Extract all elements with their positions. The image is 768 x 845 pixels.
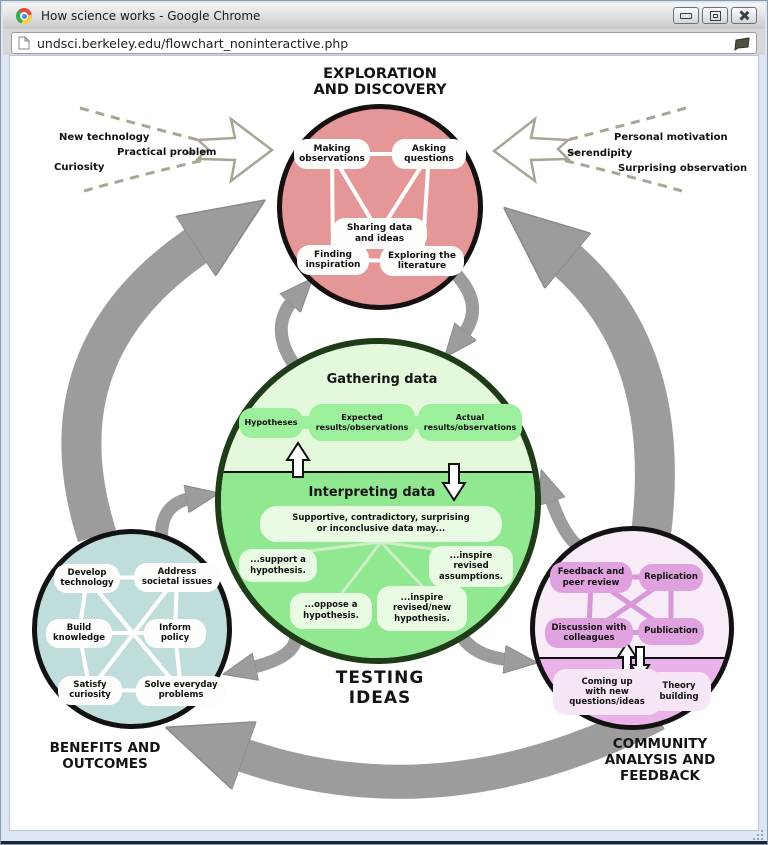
benefits-heading: BENEFITS AND OUTCOMES bbox=[49, 740, 161, 772]
entry-label-personal-motivation: Personal motivation bbox=[614, 132, 728, 143]
window-controls bbox=[673, 7, 757, 24]
down-arrow-icon bbox=[441, 463, 467, 502]
node-solve-everyday-problems: Solve everyday problems bbox=[136, 676, 226, 706]
entry-label-serendipity: Serendipity bbox=[567, 148, 633, 159]
close-icon bbox=[739, 10, 750, 21]
flowchart: EXPLORATION AND DISCOVERY Gathering data… bbox=[10, 56, 758, 830]
node-hypotheses: Hypotheses bbox=[239, 408, 303, 438]
address-bar[interactable]: undsci.berkeley.edu/flowchart_noninterac… bbox=[11, 32, 757, 54]
entry-arrow-right bbox=[491, 115, 572, 184]
page-icon bbox=[18, 36, 30, 50]
node-asking-questions: Asking questions bbox=[392, 139, 466, 169]
community-heading: COMMUNITY ANALYSIS AND FEEDBACK bbox=[604, 736, 716, 784]
resize-grip[interactable] bbox=[752, 829, 765, 842]
node-expected-results: Expected results/observations bbox=[309, 404, 415, 441]
node-address-societal-issues: Address societal issues bbox=[134, 563, 220, 592]
entry-label-new-technology: New technology bbox=[59, 132, 150, 143]
arrow-community-to-benefits bbox=[237, 698, 665, 799]
arrow-community-to-exploration bbox=[562, 256, 675, 565]
interpreting-title: Interpreting data bbox=[308, 485, 436, 500]
testing-heading: TESTING IDEAS bbox=[335, 668, 425, 708]
node-inspire-revised-assumptions: ...inspire revised assumptions. bbox=[429, 546, 513, 587]
node-replication: Replication bbox=[639, 564, 703, 591]
page-content: EXPLORATION AND DISCOVERY Gathering data… bbox=[9, 55, 759, 831]
node-exploring-literature: Exploring the literature bbox=[380, 246, 464, 276]
node-actual-results: Actual results/observations bbox=[418, 404, 522, 441]
url-bar-row: undsci.berkeley.edu/flowchart_noninterac… bbox=[3, 29, 765, 55]
node-making-observations: Making observations bbox=[294, 139, 370, 169]
node-feedback-peer-review: Feedback and peer review bbox=[550, 562, 632, 593]
node-discussion-colleagues: Discussion with colleagues bbox=[545, 618, 633, 648]
minimize-button[interactable] bbox=[673, 7, 699, 24]
node-oppose-hypothesis: ...oppose a hypothesis. bbox=[290, 593, 372, 629]
window-bottom-edge bbox=[1, 841, 767, 844]
flag-icon[interactable] bbox=[732, 36, 751, 51]
node-inspire-new-hypothesis: ...inspire revised/new hypothesis. bbox=[377, 586, 467, 631]
node-support-hypothesis: ...support a hypothesis. bbox=[239, 549, 317, 582]
node-publication: Publication bbox=[638, 618, 704, 645]
url-text: undsci.berkeley.edu/flowchart_noninterac… bbox=[37, 35, 349, 51]
entry-arrow-left bbox=[194, 115, 275, 184]
entry-label-curiosity: Curiosity bbox=[54, 162, 105, 173]
node-theory-building: Theory building bbox=[647, 672, 711, 711]
close-button[interactable] bbox=[731, 7, 757, 24]
exploration-heading: EXPLORATION AND DISCOVERY bbox=[313, 66, 447, 98]
node-satisfy-curiosity: Satisfy curiosity bbox=[58, 676, 122, 705]
node-new-questions-ideas: Coming up with new questions/ideas bbox=[553, 669, 661, 715]
chrome-icon bbox=[16, 8, 32, 24]
node-develop-technology: Develop technology bbox=[54, 564, 120, 593]
entry-label-practical-problem: Practical problem bbox=[117, 147, 217, 158]
entry-label-surprising-observation: Surprising observation bbox=[618, 163, 748, 174]
maximize-icon bbox=[709, 10, 721, 21]
node-sharing-data: Sharing data and ideas bbox=[332, 218, 427, 249]
up-arrow-icon bbox=[285, 441, 311, 478]
node-data-may: Supportive, contradictory, surprising or… bbox=[260, 506, 502, 542]
minimize-icon bbox=[680, 12, 692, 19]
node-inform-policy: Inform policy bbox=[144, 619, 206, 648]
gathering-title: Gathering data bbox=[326, 372, 438, 387]
arrow-benefits-to-exploration bbox=[61, 242, 202, 543]
node-finding-inspiration: Finding inspiration bbox=[297, 245, 369, 275]
window-title: How science works - Google Chrome bbox=[41, 9, 261, 23]
maximize-button[interactable] bbox=[702, 7, 728, 24]
node-build-knowledge: Build knowledge bbox=[46, 619, 112, 648]
title-bar: How science works - Google Chrome bbox=[3, 3, 765, 30]
arrow-testing-to-exploration bbox=[274, 299, 295, 370]
